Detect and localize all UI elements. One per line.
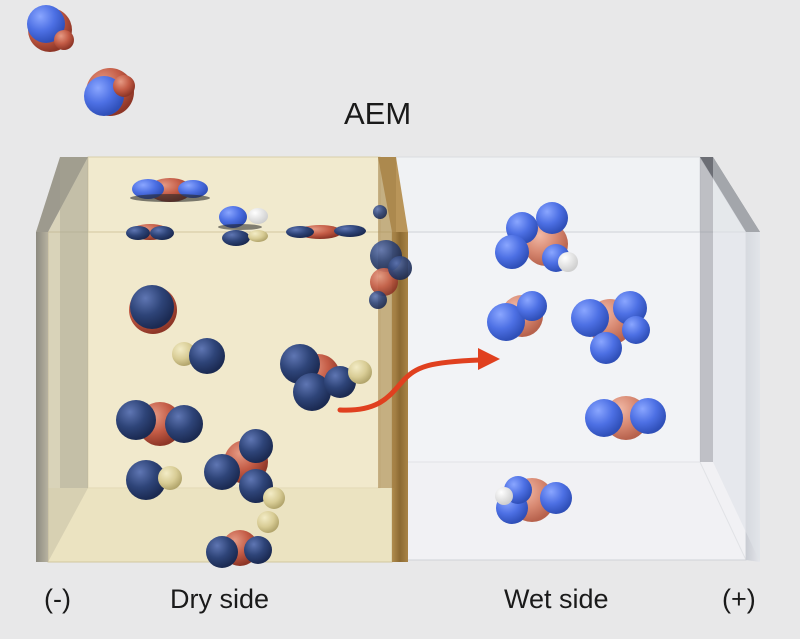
positive-terminal-label: (+) bbox=[722, 584, 756, 614]
dry-side-label: Dry side bbox=[170, 584, 270, 614]
positive-electrode bbox=[700, 157, 760, 562]
anion-exchange-membrane bbox=[369, 157, 412, 562]
wet-side-label: Wet side bbox=[504, 584, 609, 614]
negative-electrode bbox=[36, 157, 88, 562]
curved-arrow-icon bbox=[337, 348, 500, 413]
membrane-label: AEM bbox=[344, 96, 412, 131]
dry-side-molecules bbox=[116, 178, 372, 568]
wet-side-chamber bbox=[395, 156, 747, 561]
negative-terminal-label: (-) bbox=[44, 584, 71, 614]
wet-side-molecules bbox=[487, 202, 666, 524]
escaping-molecules bbox=[27, 5, 135, 116]
